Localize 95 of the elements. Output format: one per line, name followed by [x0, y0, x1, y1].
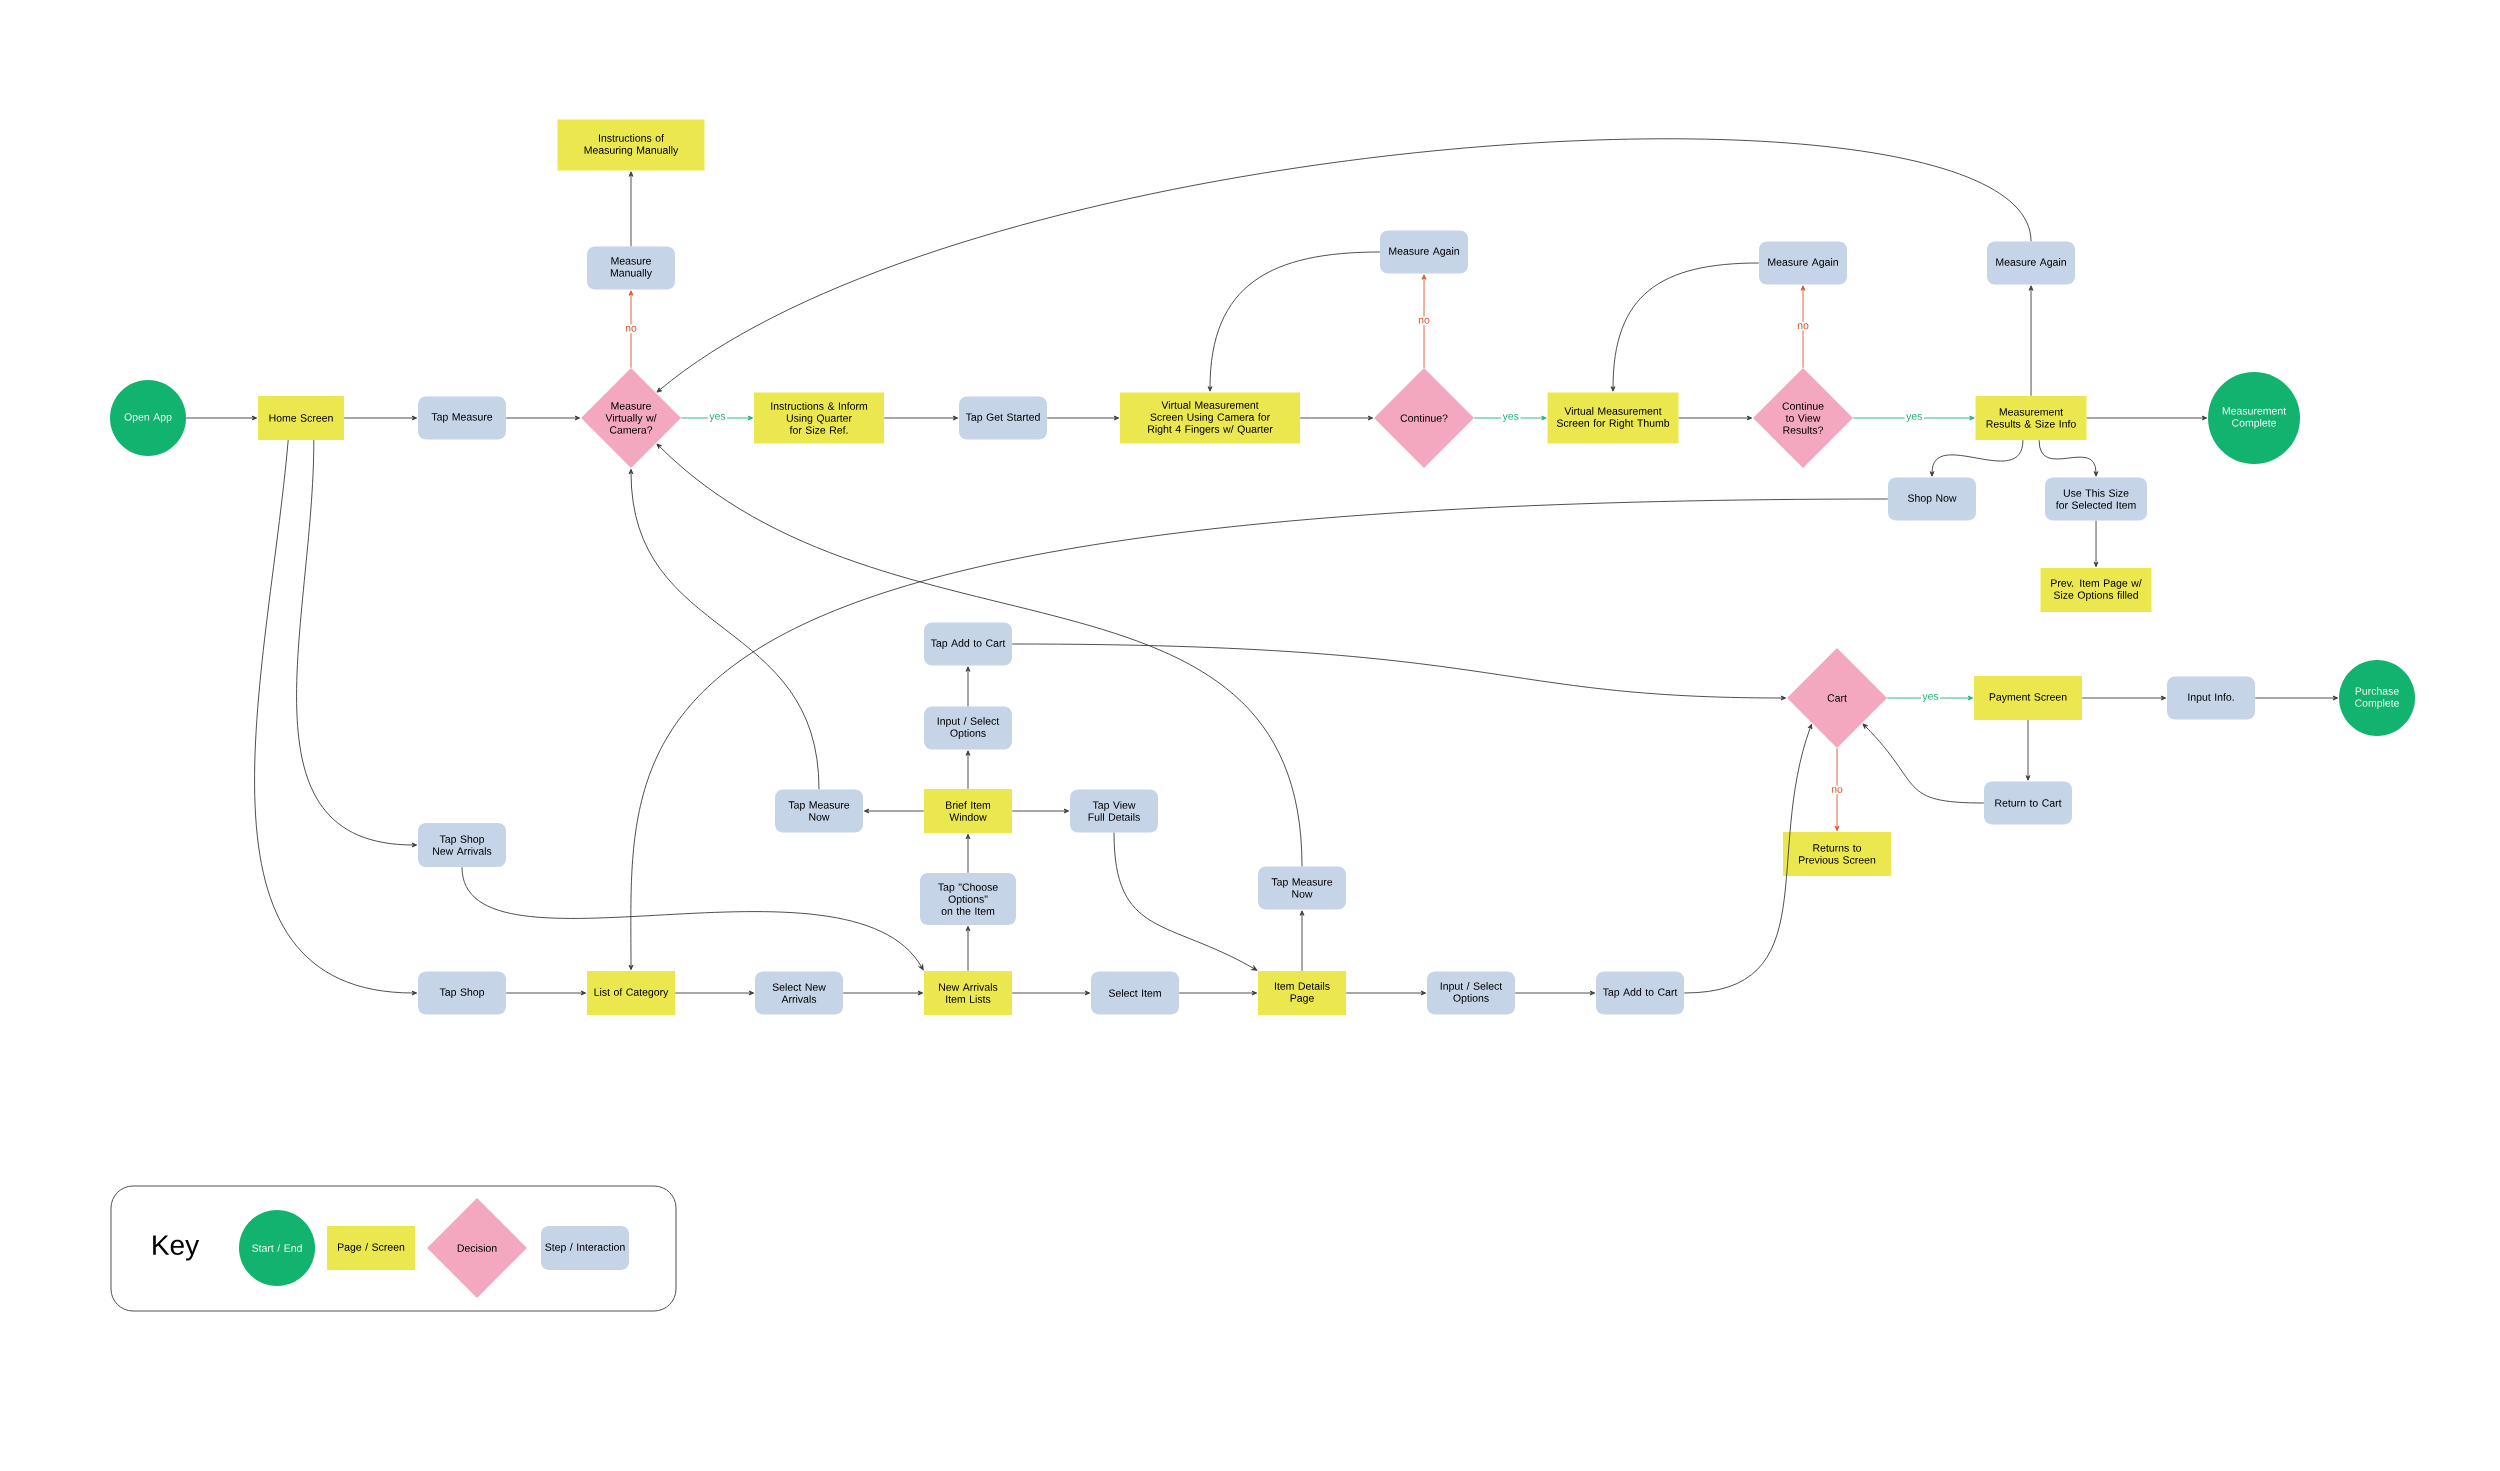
- step-box: Select Item: [1091, 971, 1179, 1015]
- arrow: [1011, 990, 1091, 996]
- arrow: [1299, 910, 1305, 972]
- arrow: [1678, 415, 1753, 421]
- step-box: Tap Add to Cart: [1596, 971, 1684, 1015]
- arrow: [505, 415, 581, 421]
- step-box: Measure Again: [1987, 241, 2075, 285]
- arrow: [656, 443, 1303, 867]
- arrow: [2028, 285, 2034, 397]
- arrow: [1473, 415, 1547, 421]
- page-box: Returns to Previous Screen: [1783, 832, 1891, 876]
- page-box: Brief Item Window: [924, 789, 1012, 833]
- page-box: Prev. Item Page w/ Size Options filled: [2040, 568, 2152, 612]
- step-box: Tap Add to Cart: [924, 622, 1012, 666]
- step-box: Tap Measure Now: [775, 789, 863, 833]
- step-box: Shop Now: [1888, 477, 1976, 521]
- step-box: Tap View Full Details: [1070, 789, 1158, 833]
- arrow: [965, 925, 971, 972]
- arrow: [1113, 832, 1258, 971]
- arrow: [1046, 415, 1120, 421]
- step-box: Tap Get Started: [959, 396, 1047, 440]
- page-box: List of Category: [587, 971, 675, 1015]
- step-box: Tap "Choose Options" on the Item: [920, 873, 1016, 925]
- edge-label: no: [1795, 321, 1811, 331]
- step-box: Tap Measure Now: [1258, 866, 1346, 910]
- arrow: [1299, 415, 1374, 421]
- arrow: [461, 866, 924, 971]
- arrow: [185, 415, 258, 421]
- step-box: Input / Select Options: [1427, 971, 1515, 1015]
- arrow: [656, 139, 2032, 393]
- step-box: Tap Shop New Arrivals: [418, 823, 506, 867]
- step-box: Input / Select Options: [924, 706, 1012, 750]
- arrow: [1683, 723, 1813, 994]
- arrow: [2093, 520, 2099, 568]
- arrow: [1862, 723, 1985, 804]
- arrow: [343, 415, 418, 421]
- arrow: [1800, 285, 1806, 369]
- arrow: [628, 498, 1889, 971]
- step-box: Measure Again: [1380, 230, 1468, 274]
- arrow: [296, 439, 418, 848]
- arrow: [1610, 262, 1760, 392]
- edge-label: no: [1416, 316, 1432, 326]
- step-box: Input Info.: [2167, 676, 2255, 720]
- arrow: [1345, 990, 1427, 996]
- page-box: Virtual Measurement Screen for Right Thumb: [1547, 392, 1679, 444]
- edge-label: yes: [1904, 412, 1924, 424]
- arrow: [1207, 251, 1381, 392]
- arrow: [628, 171, 634, 247]
- arrow: [2081, 695, 2167, 701]
- arrow: [628, 468, 820, 790]
- page-box: Home Screen: [258, 396, 344, 440]
- arrow: [1421, 274, 1427, 369]
- step-box: Measure Manually: [587, 246, 675, 290]
- arrow: [1834, 747, 1840, 832]
- edge-label: no: [1829, 785, 1845, 795]
- arrow: [680, 415, 754, 421]
- page-box: Item Details Page: [1258, 971, 1346, 1015]
- arrow: [505, 990, 587, 996]
- step-box: Tap Shop: [418, 971, 506, 1015]
- edge-label: yes: [1501, 412, 1521, 424]
- page-box: Measurement Results & Size Info: [1975, 396, 2087, 440]
- key-title: Key: [153, 1235, 200, 1261]
- arrow: [1011, 643, 1787, 701]
- arrow: [965, 750, 971, 790]
- arrow: [1011, 808, 1070, 814]
- arrow: [2254, 695, 2339, 701]
- page-box: Instructions of Measuring Manually: [557, 119, 705, 171]
- edge-label: yes: [1920, 692, 1941, 704]
- step-box: Tap Measure: [418, 396, 506, 440]
- arrow: [965, 666, 971, 707]
- edge-label: no: [623, 324, 639, 334]
- page-box: Instructions & Inform Using Quarter for Size Ref.: [754, 392, 884, 444]
- arrow: [1852, 415, 1975, 421]
- arrow: [674, 990, 755, 996]
- arrow: [2025, 719, 2031, 781]
- arrow: [1886, 695, 1974, 701]
- page-box: Payment Screen: [1974, 676, 2082, 720]
- arrow: [2038, 439, 2099, 477]
- arrow: [863, 808, 925, 814]
- edge-label: yes: [707, 412, 728, 424]
- step-box: Measure Again: [1759, 241, 1847, 285]
- page-box: New Arrivals Item Lists: [924, 971, 1012, 1015]
- step-box: Return to Cart: [1984, 781, 2072, 825]
- arrow: [1929, 439, 2024, 477]
- arrow: [883, 415, 959, 421]
- arrow: [842, 990, 924, 996]
- arrow: [1178, 990, 1258, 996]
- arrow: [2086, 415, 2208, 421]
- step-box: Use This Size for Selected Item: [2045, 477, 2147, 521]
- arrow: [254, 439, 418, 996]
- arrow: [1514, 990, 1596, 996]
- arrow: [965, 833, 971, 874]
- step-box: Select New Arrivals: [755, 971, 843, 1015]
- arrow: [628, 290, 634, 369]
- page-box: Virtual Measurement Screen Using Camera for Right 4 Fingers w/ Quarter: [1120, 392, 1300, 444]
